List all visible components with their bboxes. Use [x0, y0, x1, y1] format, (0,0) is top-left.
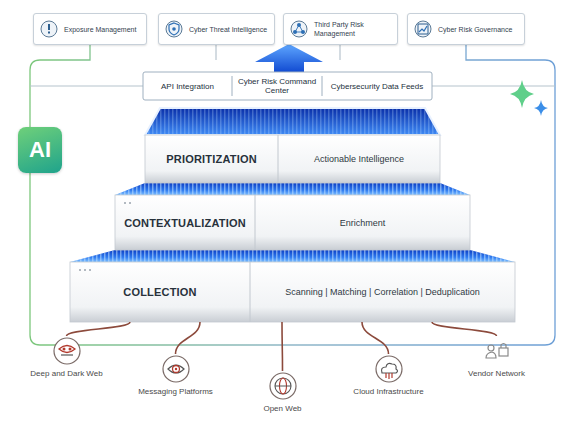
- data-source: Open Web: [260, 371, 305, 413]
- node-label: API Integration: [161, 82, 214, 91]
- data-source: Cloud Infrastructure: [350, 354, 427, 396]
- node-label: Third Party Risk Management: [314, 20, 391, 38]
- node-label: Cyber Risk Governance: [438, 25, 512, 34]
- ai-badge: AI: [18, 127, 62, 173]
- source-icon: [135, 354, 216, 384]
- node-label: COLLECTION: [70, 262, 250, 322]
- node-label: Exposure Management: [64, 25, 136, 34]
- pyramid-layer: PRIORITIZATIONActionable Intelligence: [145, 135, 440, 183]
- source-icon: [465, 336, 528, 366]
- source-wire: [281, 322, 283, 371]
- node-label: CONTEXTUALIZATION: [115, 195, 255, 250]
- source-icon: [260, 371, 305, 401]
- platform-segment: API Integration: [143, 72, 232, 100]
- platform-segment: Cybersecurity Data Feeds: [322, 72, 432, 100]
- card-icon: [414, 20, 432, 38]
- card-icon: [290, 20, 308, 38]
- card-icon: [40, 20, 58, 38]
- solution-card: Cyber Threat Intelligence: [158, 13, 275, 45]
- solution-card: Exposure Management: [33, 13, 147, 45]
- node-label: Open Web: [260, 404, 305, 413]
- data-source: Deep and Dark Web: [27, 336, 106, 378]
- source-wire: [362, 322, 389, 354]
- node-label: Enrichment: [255, 195, 470, 250]
- data-source: Vendor Network: [465, 336, 528, 378]
- platform-segment: Cyber Risk Command Center: [232, 72, 322, 100]
- node-label: Cyber Threat Intelligence: [189, 25, 267, 34]
- node-label: Cyber Risk Command Center: [236, 77, 318, 95]
- node-label: Deep and Dark Web: [27, 369, 106, 378]
- node-label: Vendor Network: [465, 369, 528, 378]
- data-source: Messaging Platforms: [135, 354, 216, 396]
- source-wire: [176, 322, 201, 354]
- source-icon: [350, 354, 427, 384]
- solution-card: Third Party Risk Management: [283, 13, 398, 45]
- pyramid-layer: CONTEXTUALIZATIONEnrichment: [115, 195, 470, 250]
- node-label: Scanning | Matching | Correlation | Dedu…: [250, 262, 515, 322]
- source-icon: [27, 336, 106, 366]
- source-wire: [67, 322, 131, 336]
- node-label: Actionable Intelligence: [278, 135, 440, 183]
- node-label: AI: [29, 137, 51, 163]
- source-wire: [432, 322, 497, 336]
- node-label: Cybersecurity Data Feeds: [331, 82, 423, 91]
- solution-card: Cyber Risk Governance: [407, 13, 525, 45]
- node-label: Cloud Infrastructure: [350, 387, 427, 396]
- node-label: Messaging Platforms: [135, 387, 216, 396]
- pyramid-layer: COLLECTIONScanning | Matching | Correlat…: [70, 262, 515, 322]
- card-icon: [165, 20, 183, 38]
- node-label: PRIORITIZATION: [145, 135, 278, 183]
